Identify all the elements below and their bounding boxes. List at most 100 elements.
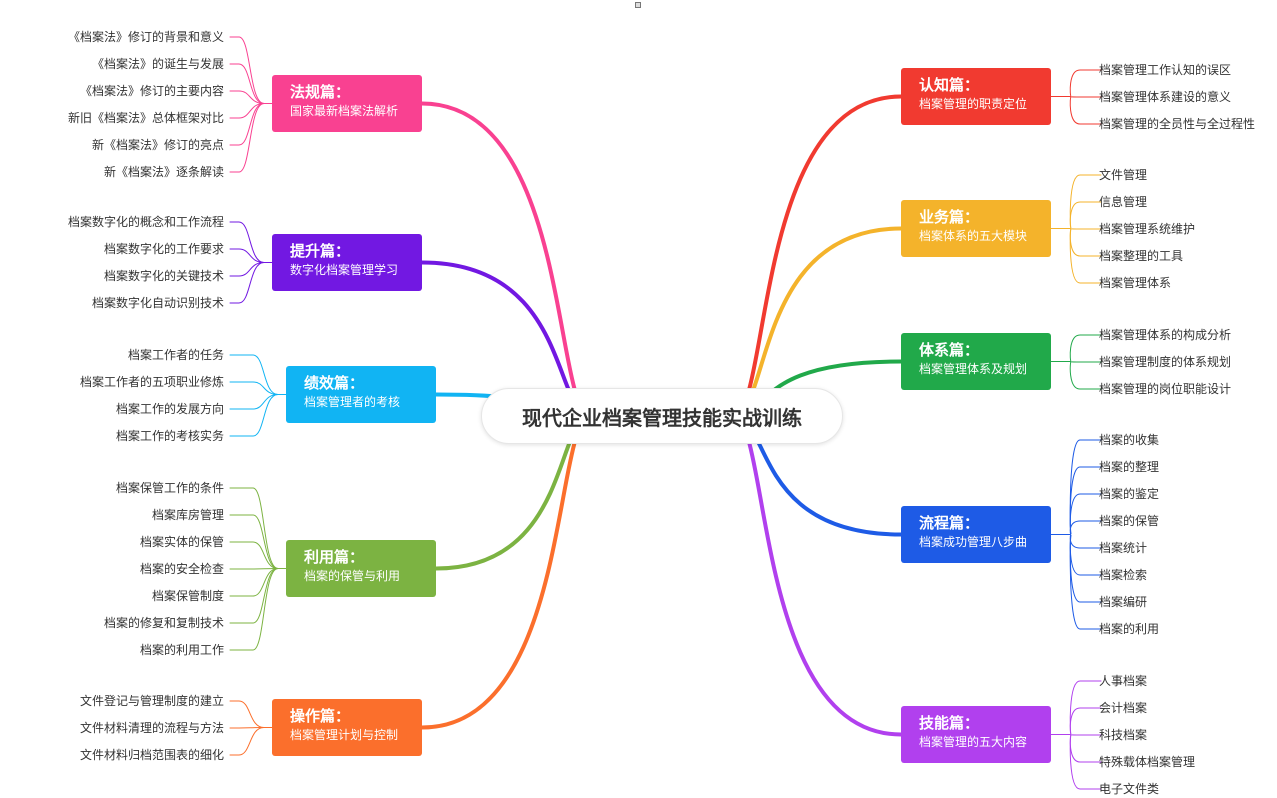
- leaf-connector: [1050, 493, 1102, 535]
- branch-node[interactable]: 流程篇：档案成功管理八步曲: [901, 506, 1051, 563]
- leaf-item[interactable]: 《档案法》修订的主要内容: [79, 84, 224, 98]
- branch-node[interactable]: 提升篇：数字化档案管理学习: [272, 234, 422, 291]
- leaf-connector: [229, 262, 273, 277]
- branch-node[interactable]: 认知篇： 档案管理的职责定位: [901, 68, 1051, 125]
- leaf-connector: [229, 394, 287, 410]
- branch-node[interactable]: 绩效篇：档案管理者的考核: [286, 366, 436, 423]
- leaf-connector: [1050, 734, 1102, 763]
- leaf-item[interactable]: 会计档案: [1099, 701, 1148, 715]
- leaf-item[interactable]: 文件管理: [1099, 168, 1148, 182]
- leaf-item[interactable]: 档案管理制度的体系规划: [1099, 355, 1232, 369]
- leaf-connector: [1050, 534, 1102, 603]
- branch-subtitle: 档案管理体系及规划: [919, 362, 1028, 376]
- leaf-connector: [1050, 361, 1102, 390]
- leaf-item[interactable]: 档案工作者的任务: [127, 348, 224, 362]
- leaf-item[interactable]: 档案的利用: [1099, 622, 1160, 636]
- leaf-connector: [1050, 707, 1102, 735]
- branch-subtitle: 档案管理计划与控制: [290, 728, 399, 742]
- leaf-item[interactable]: 文件登记与管理制度的建立: [79, 694, 224, 708]
- branch-title: 业务篇：: [919, 208, 980, 226]
- leaf-connector: [229, 36, 273, 104]
- leaf-item[interactable]: 文件材料清理的流程与方法: [79, 721, 224, 735]
- branch-node[interactable]: 业务篇： 档案体系的五大模块: [901, 200, 1051, 257]
- leaf-connector: [1050, 439, 1102, 535]
- branch-subtitle: 档案管理的五大内容: [919, 735, 1028, 749]
- leaf-item[interactable]: 人事档案: [1099, 674, 1148, 688]
- leaf-connector: [229, 394, 287, 437]
- branch-connector: [420, 414, 593, 730]
- leaf-item[interactable]: 档案的收集: [1099, 433, 1160, 447]
- branch-subtitle: 档案管理的职责定位: [919, 97, 1028, 111]
- leaf-item[interactable]: 特殊载体档案管理: [1099, 755, 1196, 769]
- branch-node[interactable]: 利用篇： 档案的保管与利用: [286, 540, 436, 597]
- leaf-item[interactable]: 档案的利用工作: [139, 643, 224, 657]
- leaf-item[interactable]: 《档案法》修订的背景和意义: [67, 30, 224, 44]
- leaf-item[interactable]: 档案的保管: [1099, 514, 1160, 528]
- branch-title: 利用篇：: [304, 548, 365, 566]
- central-topic[interactable]: 现代企业档案管理技能实战训练: [481, 388, 843, 444]
- branch-node[interactable]: 技能篇： 档案管理的五大内容: [901, 706, 1051, 763]
- leaf-item[interactable]: 档案管理系统维护: [1099, 222, 1196, 236]
- leaf-item[interactable]: 新《档案法》修订的亮点: [91, 138, 224, 152]
- branch-title: 认知篇：: [919, 76, 980, 94]
- branch-subtitle: 档案体系的五大模块: [919, 229, 1028, 243]
- branch-subtitle: 档案的保管与利用: [304, 569, 401, 583]
- leaf-item[interactable]: 档案保管制度: [151, 589, 224, 603]
- leaf-item[interactable]: 档案管理体系建设的意义: [1099, 90, 1232, 104]
- leaf-item[interactable]: 档案库房管理: [151, 508, 224, 522]
- leaf-item[interactable]: 档案数字化的概念和工作流程: [67, 215, 224, 229]
- leaf-item[interactable]: 档案整理的工具: [1099, 249, 1184, 263]
- leaf-connector: [229, 381, 287, 395]
- leaf-item[interactable]: 档案保管工作的条件: [115, 481, 224, 495]
- leaf-item[interactable]: 档案工作的考核实务: [115, 429, 224, 443]
- leaf-item[interactable]: 档案的鉴定: [1099, 487, 1160, 501]
- leaf-item[interactable]: 档案工作者的五项职业修炼: [79, 375, 224, 389]
- leaf-connector: [1050, 466, 1102, 535]
- leaf-item[interactable]: 档案管理工作认知的误区: [1099, 63, 1232, 77]
- leaf-item[interactable]: 档案数字化的关键技术: [103, 269, 224, 283]
- branch-title: 体系篇：: [919, 341, 980, 359]
- leaf-connector: [1050, 69, 1102, 97]
- leaf-item[interactable]: 档案数字化的工作要求: [103, 242, 224, 256]
- leaf-item[interactable]: 档案管理体系: [1099, 276, 1172, 290]
- leaf-item[interactable]: 档案的安全检查: [139, 562, 224, 576]
- leaf-item[interactable]: 文件材料归档范围表的细化: [79, 748, 224, 762]
- leaf-connector: [1050, 534, 1102, 549]
- leaf-connector: [229, 90, 273, 104]
- leaf-connector: [1050, 201, 1102, 229]
- branch-node[interactable]: 操作篇： 档案管理计划与控制: [272, 699, 422, 756]
- leaf-item[interactable]: 新《档案法》逐条解读: [103, 165, 224, 179]
- leaf-item[interactable]: 科技档案: [1099, 728, 1148, 742]
- leaf-item[interactable]: 档案检索: [1099, 568, 1148, 582]
- leaf-item[interactable]: 档案统计: [1099, 541, 1148, 555]
- leaf-connector: [229, 103, 273, 173]
- leaf-item[interactable]: 档案工作的发展方向: [115, 402, 224, 416]
- branch-subtitle: 档案成功管理八步曲: [919, 535, 1028, 549]
- leaf-item[interactable]: 档案的整理: [1099, 460, 1160, 474]
- leaf-connector: [229, 568, 287, 651]
- leaf-item[interactable]: 档案管理的岗位职能设计: [1099, 382, 1232, 396]
- leaf-connector: [229, 262, 273, 304]
- branch-title: 技能篇：: [919, 714, 980, 732]
- leaf-item[interactable]: 档案编研: [1099, 595, 1148, 609]
- branch-subtitle: 数字化档案管理学习: [290, 263, 399, 277]
- leaf-item[interactable]: 新旧《档案法》总体框架对比: [67, 111, 224, 125]
- leaf-item[interactable]: 档案实体的保管: [139, 535, 224, 549]
- leaf-connector: [1050, 228, 1102, 257]
- leaf-item[interactable]: 电子文件类: [1099, 782, 1160, 796]
- leaf-item[interactable]: 档案的修复和复制技术: [103, 616, 224, 630]
- branch-node[interactable]: 体系篇： 档案管理体系及规划: [901, 333, 1051, 390]
- leaf-connector: [229, 541, 287, 569]
- leaf-item[interactable]: 档案管理的全员性与全过程性: [1099, 117, 1256, 131]
- central-topic-label: 现代企业档案管理技能实战训练: [522, 405, 802, 430]
- leaf-item[interactable]: 信息管理: [1099, 195, 1148, 209]
- branch-node[interactable]: 法规篇：国家最新档案法解析: [272, 75, 422, 132]
- branch-title: 操作篇：: [290, 707, 351, 725]
- resize-handle[interactable]: [635, 2, 641, 8]
- leaf-item[interactable]: 《档案法》的诞生与发展: [91, 57, 224, 71]
- leaf-item[interactable]: 档案管理体系的构成分析: [1099, 328, 1232, 342]
- leaf-item[interactable]: 档案数字化自动识别技术: [91, 296, 224, 310]
- leaf-connector: [229, 487, 287, 569]
- branch-subtitle: 档案管理者的考核: [304, 395, 401, 409]
